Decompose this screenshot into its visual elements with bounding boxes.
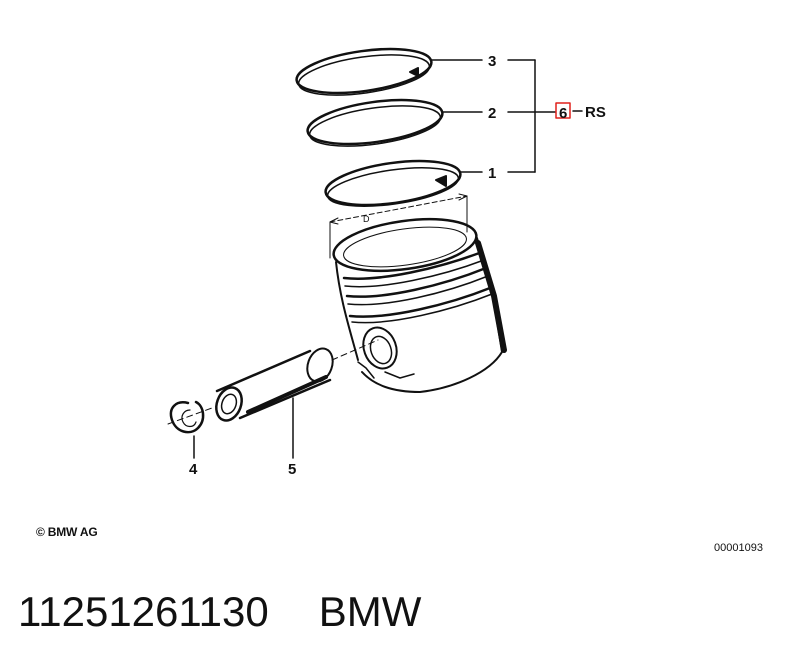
brand-name: BMW <box>318 588 422 635</box>
circlip <box>169 400 205 434</box>
copyright-notice: © BMW AG <box>36 525 98 539</box>
callout-ring-3: 3 <box>488 53 496 70</box>
callout-pin: 5 <box>288 461 296 478</box>
callout-ring-1: 1 <box>488 165 496 182</box>
piston-ring-1 <box>324 159 462 207</box>
callout-group-suffix: RS <box>585 104 606 121</box>
part-caption: 11251261130 BMW <box>18 588 421 636</box>
group-ref-highlight[interactable] <box>555 102 571 119</box>
piston-pin <box>215 347 334 422</box>
diagram-reference-number: 00001093 <box>714 542 763 554</box>
piston <box>332 217 507 393</box>
callout-ring-2: 2 <box>488 105 496 122</box>
part-number: 11251261130 <box>18 588 269 635</box>
piston-ring-3 <box>295 47 433 96</box>
callout-group-ref[interactable]: 6 <box>559 105 567 122</box>
piston-ring-2 <box>306 98 444 147</box>
leader-lines <box>193 59 583 459</box>
pin-axis-line <box>167 339 379 425</box>
diameter-label: D <box>363 214 370 224</box>
piston-exploded-diagram: D <box>167 47 606 478</box>
callout-circlip: 4 <box>189 461 198 478</box>
